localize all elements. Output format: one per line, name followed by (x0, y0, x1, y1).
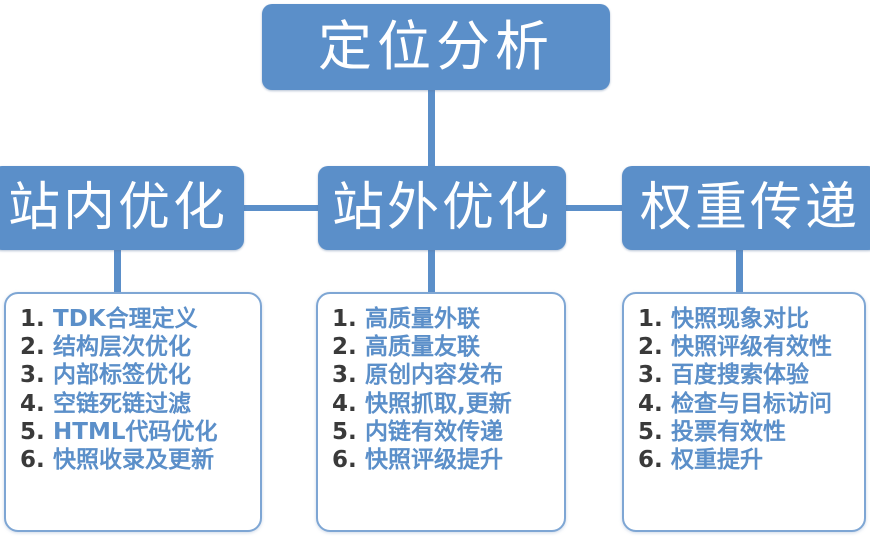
list-item-number: 1. (332, 306, 357, 332)
list-item-number: 2. (20, 334, 45, 361)
list-item[interactable]: 1. 高质量外联 (332, 306, 556, 332)
list-item-label: 检查与目标访问 (671, 390, 832, 417)
list-item-number: 1. (638, 306, 663, 332)
branch-node-zhanneiyouhua[interactable]: 站内优化 (0, 166, 244, 250)
detail-list: 1. 快照现象对比 2. 快照评级有效性 3. 百度搜索体验 4. 检查与目标访问 5. 投票有效… (638, 306, 856, 473)
list-item-number: 4. (20, 390, 45, 417)
list-item-number: 2. (332, 334, 357, 361)
list-item[interactable]: 3. 内部标签优化 (20, 362, 252, 388)
list-item[interactable]: 2. 高质量友联 (332, 334, 556, 360)
list-item-number: 4. (332, 390, 357, 417)
list-item-label: 快照评级有效性 (671, 334, 832, 361)
connector-root-to-center (428, 88, 435, 168)
list-item[interactable]: 3. 原创内容发布 (332, 362, 556, 388)
list-item[interactable]: 6. 快照收录及更新 (20, 447, 252, 473)
detail-card-quanzhongchuandi: 1. 快照现象对比 2. 快照评级有效性 3. 百度搜索体验 4. 检查与目标访问 5. 投票有效… (622, 292, 866, 532)
list-item[interactable]: 4. 检查与目标访问 (638, 391, 856, 417)
list-item-number: 5. (332, 418, 357, 445)
list-item[interactable]: 3. 百度搜索体验 (638, 362, 856, 388)
list-item-number: 5. (20, 418, 45, 445)
detail-list: 1. TDK合理定义 2. 结构层次优化 3. 内部标签优化 4. 空链死链过滤 5. HTML代… (20, 306, 252, 473)
list-item-label: HTML代码优化 (53, 418, 218, 445)
list-item-label: 高质量友联 (365, 334, 480, 361)
branch-node-label: 站外优化 (331, 178, 552, 238)
connector-center-to-left (240, 205, 322, 211)
list-item-label: 快照现象对比 (671, 306, 809, 332)
list-item[interactable]: 2. 快照评级有效性 (638, 334, 856, 360)
list-item[interactable]: 4. 空链死链过滤 (20, 391, 252, 417)
connector-center-to-right (562, 205, 626, 211)
list-item-label: 结构层次优化 (53, 334, 191, 361)
branch-node-label: 站内优化 (7, 178, 228, 238)
list-item-label: 快照评级提升 (365, 447, 503, 474)
list-item-number: 5. (638, 418, 663, 445)
list-item[interactable]: 1. TDK合理定义 (20, 306, 252, 332)
list-item-label: 快照抓取,更新 (365, 390, 512, 417)
list-item-label: TDK合理定义 (53, 306, 198, 332)
list-item-number: 6. (332, 447, 357, 474)
list-item-label: 权重提升 (671, 447, 763, 474)
list-item[interactable]: 4. 快照抓取,更新 (332, 391, 556, 417)
connector-branch0-to-card0 (114, 246, 121, 294)
list-item-number: 6. (638, 447, 663, 474)
list-item-label: 投票有效性 (671, 418, 786, 445)
list-item[interactable]: 5. HTML代码优化 (20, 419, 252, 445)
connector-branch2-to-card2 (736, 246, 743, 294)
root-node[interactable]: 定位分析 (262, 4, 610, 90)
list-item[interactable]: 6. 权重提升 (638, 447, 856, 473)
list-item-label: 快照收录及更新 (53, 447, 214, 474)
branch-node-zhanwaiyouhua[interactable]: 站外优化 (318, 166, 566, 250)
branch-node-label: 权重传递 (639, 178, 860, 238)
detail-card-zhanneiyouhua: 1. TDK合理定义 2. 结构层次优化 3. 内部标签优化 4. 空链死链过滤 5. HTML代… (4, 292, 262, 532)
list-item-label: 内链有效传递 (365, 418, 503, 445)
list-item-label: 百度搜索体验 (671, 362, 809, 389)
list-item-number: 3. (332, 362, 357, 389)
list-item[interactable]: 5. 内链有效传递 (332, 419, 556, 445)
list-item-number: 1. (20, 306, 45, 332)
list-item[interactable]: 6. 快照评级提升 (332, 447, 556, 473)
list-item-number: 3. (638, 362, 663, 389)
list-item[interactable]: 2. 结构层次优化 (20, 334, 252, 360)
list-item-label: 内部标签优化 (53, 362, 191, 389)
list-item-number: 3. (20, 362, 45, 389)
list-item-label: 高质量外联 (365, 306, 480, 332)
list-item[interactable]: 5. 投票有效性 (638, 419, 856, 445)
root-node-label: 定位分析 (318, 15, 554, 78)
list-item[interactable]: 1. 快照现象对比 (638, 306, 856, 332)
list-item-number: 4. (638, 390, 663, 417)
branch-node-quanzhongchuandi[interactable]: 权重传递 (622, 166, 870, 250)
list-item-number: 2. (638, 334, 663, 361)
list-item-number: 6. (20, 447, 45, 474)
connector-branch1-to-card1 (428, 246, 435, 294)
list-item-label: 原创内容发布 (365, 362, 503, 389)
list-item-label: 空链死链过滤 (53, 390, 191, 417)
